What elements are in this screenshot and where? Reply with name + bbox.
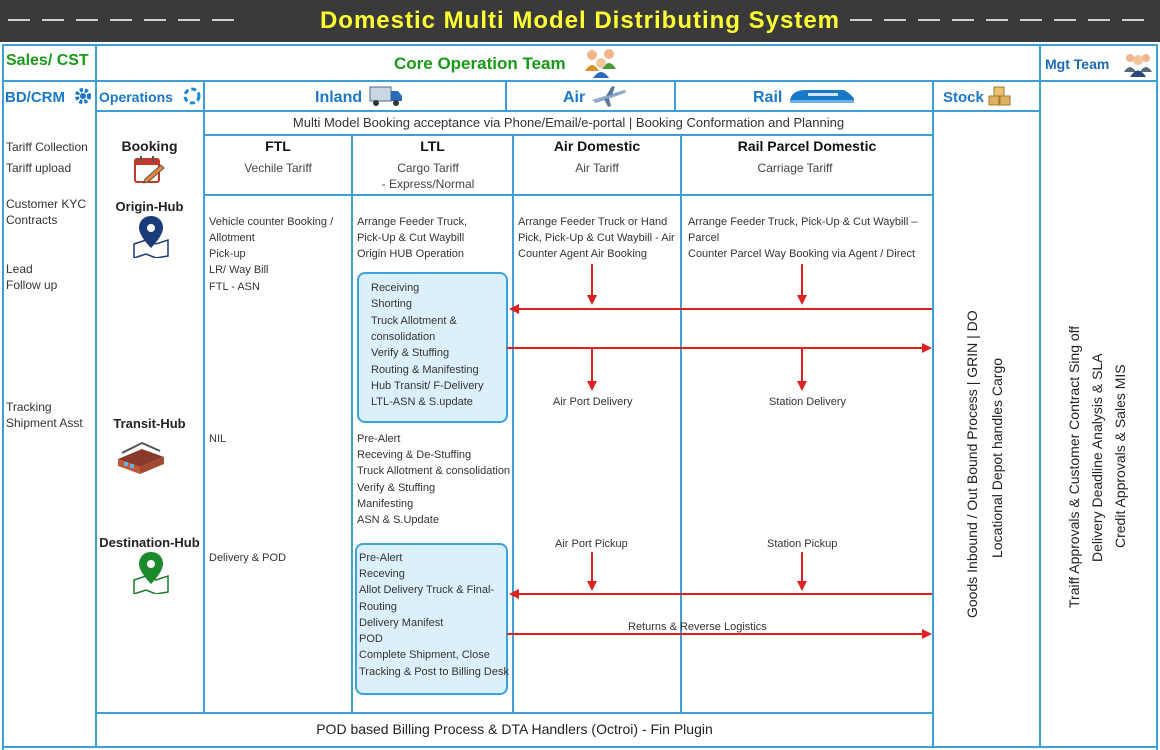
ltl-transit-2: Receving & De-Stuffing (357, 449, 472, 461)
air-origin-2: Pick, Pick-Up & Cut Waybill - Air (518, 232, 675, 244)
ltl-tariff: Cargo Tariff (397, 161, 459, 175)
ftl-origin-1: Vehicle counter Booking / (209, 216, 334, 228)
box1-line-7: Hub Transit/ F-Delivery (371, 380, 484, 392)
rail-label: Rail (753, 89, 783, 106)
page-title: Domestic Multi Model Distributing System (315, 7, 845, 34)
box1-line-4: consolidation (371, 331, 436, 343)
billing-footer: POD based Billing Process & DTA Handlers… (316, 721, 713, 737)
gear-icon (73, 86, 93, 106)
calendar-icon (133, 155, 165, 185)
rail-origin-1: Arrange Feeder Truck, Pick-Up & Cut Wayb… (688, 216, 918, 228)
follow-up: Follow up (6, 278, 58, 292)
ltl-transit-1: Pre-Alert (357, 433, 401, 445)
truck-icon (369, 84, 403, 108)
ltl-transit-5: Manifesting (357, 498, 414, 510)
air-origin-1: Arrange Feeder Truck or Hand (518, 216, 668, 228)
ftl-origin-5: FTL - ASN (209, 281, 260, 293)
circle-arrows-icon (182, 86, 202, 106)
box2-line-2: Receving (359, 568, 405, 580)
tariff-upload: Tariff upload (6, 161, 72, 175)
shipment-asst: Shipment Asst (6, 416, 83, 430)
sales-cst-label: Sales/ CST (6, 52, 89, 69)
box1-line-1: Receiving (371, 282, 420, 294)
ltl-destination-box (355, 543, 508, 695)
warehouse-icon (116, 435, 166, 475)
air-tariff: Air Tariff (575, 161, 619, 175)
air-pickup: Air Port Pickup (555, 538, 628, 550)
origin-hub-label: Origin-Hub (115, 199, 184, 214)
ltl-origin-1: Arrange Feeder Truck, (357, 216, 468, 228)
mgt-approvals-text: Traiff Approvals & Customer Contract Sin… (1066, 325, 1082, 608)
air-origin-3: Counter Agent Air Booking (518, 248, 648, 260)
customer-kyc: Customer KYC (6, 197, 87, 211)
box1-line-6: Routing & Manifesting (371, 364, 479, 376)
ltl-transit-3: Truck Allotment & consolidation (357, 465, 511, 477)
lead: Lead (6, 262, 33, 276)
rail-parcel-header: Rail Parcel Domestic (737, 138, 877, 154)
ltl-transit-6: ASN & S.Update (357, 514, 439, 526)
box2-line-8: Tracking & Post to Billing Desk (359, 666, 509, 678)
box2-line-6: POD (359, 633, 383, 645)
mgt-sla-text: Delivery Deadline Analysis & SLA (1089, 353, 1105, 562)
box2-line-3: Allot Delivery Truck & Final- (359, 584, 495, 596)
returns-label: Returns & Reverse Logistics (628, 621, 767, 633)
stock-depot-text: Locational Depot handles Cargo (989, 357, 1005, 558)
title-bar: Domestic Multi Model Distributing System (0, 0, 1160, 42)
operations-label: Operations (99, 89, 173, 105)
mgt-mis-text: Credit Approvals & Sales MIS (1112, 364, 1128, 548)
bd-crm-label: BD/CRM (5, 89, 65, 106)
ltl-origin-2: Pick-Up & Cut Waybill (357, 232, 465, 244)
ltl-header: LTL (420, 138, 445, 154)
ltl-tariff-type: - Express/Normal (381, 177, 475, 191)
map-pin-icon (130, 550, 172, 596)
air-domestic-header: Air Domestic (553, 138, 641, 154)
map-pin-icon (130, 214, 172, 260)
box1-line-3: Truck Allotment & (371, 315, 457, 327)
transit-hub-label: Transit-Hub (113, 416, 186, 431)
booking-label: Booking (121, 138, 178, 154)
contracts: Contracts (6, 213, 58, 227)
manager-icon (1122, 48, 1154, 78)
ltl-transit-4: Verify & Stuffing (357, 482, 436, 494)
ltl-origin-box (357, 272, 508, 423)
rail-pickup: Station Pickup (767, 538, 838, 550)
rail-origin-3: Counter Parcel Way Booking via Agent / D… (688, 248, 916, 260)
rail-origin-2: Parcel (688, 232, 720, 244)
ftl-transit: NIL (209, 433, 227, 445)
core-operation-label: Core Operation Team (394, 54, 566, 73)
inland-label: Inland (315, 89, 363, 106)
box1-line-2: Shorting (371, 298, 412, 310)
train-icon (788, 86, 856, 106)
ltl-origin-3: Origin HUB Operation (357, 248, 464, 260)
ftl-destination: Delivery & POD (209, 552, 287, 564)
ftl-origin-3: Pick-up (209, 248, 246, 260)
box1-line-5: Verify & Stuffing (371, 347, 450, 359)
box1-line-8: LTL-ASN & S.update (371, 396, 473, 408)
ftl-origin-4: LR/ Way Bill (209, 264, 269, 276)
destination-hub-label: Destination-Hub (99, 535, 200, 550)
tracking: Tracking (6, 400, 52, 414)
tariff-collection: Tariff Collection (6, 140, 88, 154)
stock-process-text: Goods Inbound / Out Bound Process | GRIN… (964, 310, 980, 618)
rail-delivery: Station Delivery (769, 396, 847, 408)
ftl-origin-2: Allotment (209, 232, 255, 244)
box2-line-5: Delivery Manifest (359, 617, 444, 629)
air-delivery: Air Port Delivery (553, 396, 633, 408)
ftl-header: FTL (265, 138, 291, 154)
boxes-icon (988, 86, 1012, 106)
rail-tariff: Carriage Tariff (757, 161, 833, 175)
ftl-tariff: Vechile Tariff (244, 161, 312, 175)
mgt-team-label: Mgt Team (1045, 56, 1110, 72)
box2-line-4: Routing (359, 601, 397, 613)
booking-banner: Multi Model Booking acceptance via Phone… (292, 115, 845, 130)
box2-line-7: Complete Shipment, Close (359, 649, 490, 661)
box2-line-1: Pre-Alert (359, 552, 403, 564)
air-label: Air (563, 89, 586, 106)
stock-label: Stock (943, 89, 984, 106)
people-icon (583, 45, 619, 79)
airplane-icon (590, 84, 628, 108)
